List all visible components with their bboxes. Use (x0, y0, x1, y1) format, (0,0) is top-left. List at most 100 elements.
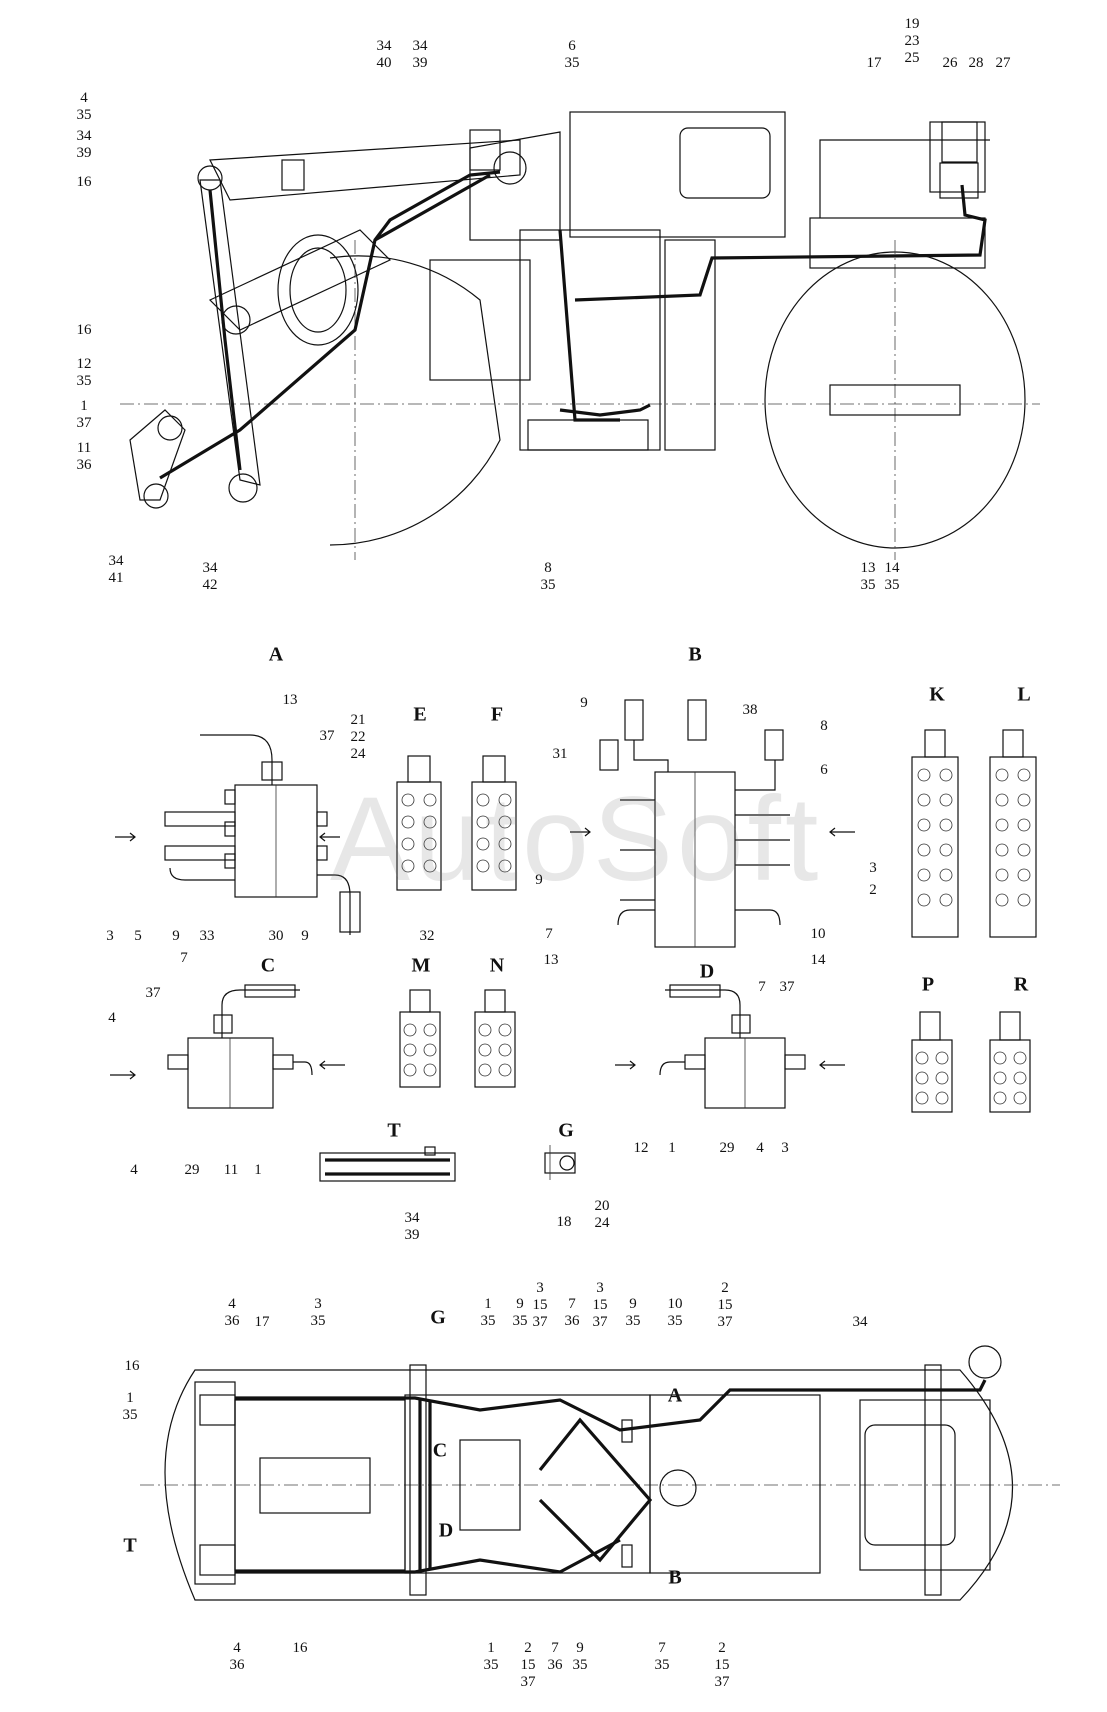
callout-number: 36 (224, 1313, 240, 1329)
callout-number: 5 (134, 928, 142, 944)
callout-number: 12 (76, 356, 92, 372)
callout-number: 34 (76, 128, 92, 144)
plan-view-chassis (140, 1345, 1060, 1601)
callout-number: 35 (310, 1313, 326, 1329)
callout-number: 6 (820, 762, 828, 778)
callout-label: 2 (869, 882, 877, 899)
callout-number: 30 (268, 928, 284, 944)
detail-view-b (599, 699, 790, 948)
callout-number: 34 (852, 1314, 868, 1330)
callout-number: 9 (629, 1296, 637, 1312)
callout-label: 33 (200, 928, 215, 945)
detail-view-g (544, 1145, 576, 1180)
callout-number: 8 (544, 560, 552, 576)
callout-number: 11 (76, 440, 92, 456)
callout-number: 39 (404, 1227, 420, 1243)
callout-number: 34 (376, 38, 392, 54)
callout-number: 15 (717, 1297, 733, 1313)
callout-number: 13 (543, 952, 559, 968)
callout-number: 35 (480, 1313, 496, 1329)
callout-number: 34 (412, 38, 428, 54)
callout-number: 2 (524, 1640, 532, 1656)
callout-number: 35 (483, 1657, 499, 1673)
callout-number: 27 (995, 55, 1011, 71)
callout-number: 37 (76, 415, 92, 431)
detail-view-r (989, 1011, 1031, 1113)
callout-number: 7 (180, 950, 188, 966)
callout-number: 37 (717, 1314, 733, 1330)
callout-label: 9 (535, 872, 543, 889)
callout-label: 16 (77, 322, 92, 339)
callout-number: 17 (254, 1314, 270, 1330)
callout-label: 10 (811, 926, 826, 943)
callout-label: 16 (293, 1640, 308, 1657)
view-label-r: R (1013, 973, 1029, 996)
callout-number: 35 (625, 1313, 641, 1329)
plan-view-letter: B (668, 1566, 682, 1589)
view-label-c: C (260, 954, 276, 977)
callout-number: 7 (658, 1640, 666, 1656)
callout-label: 18 (557, 1214, 572, 1231)
detail-view-m (399, 989, 441, 1088)
callout-number: 3 (781, 1140, 789, 1156)
view-label-d: D (699, 960, 715, 983)
callout-label: 3 (781, 1140, 789, 1157)
callout-number: 17 (866, 55, 882, 71)
callout-label: 37 (320, 728, 335, 745)
plan-view-letter: A (667, 1384, 683, 1407)
callout-label: 12 (634, 1140, 649, 1157)
callout-label: 8 (820, 718, 828, 735)
view-label-n: N (489, 954, 505, 977)
callout-label: 26 (943, 55, 958, 72)
callout-number: 23 (904, 33, 920, 49)
callout-label: 11 (224, 1162, 238, 1179)
callout-number: 16 (76, 174, 92, 190)
callout-number: 37 (520, 1674, 536, 1690)
callout-number: 12 (633, 1140, 649, 1156)
detail-view-p (911, 1011, 953, 1113)
callout-number: 31 (552, 746, 568, 762)
callout-number: 7 (568, 1296, 576, 1312)
callout-label: 7 (758, 979, 766, 996)
callout-number: 24 (350, 746, 366, 762)
callout-number: 14 (884, 560, 900, 576)
callout-label: 16 (77, 174, 92, 191)
callout-label: 6 (820, 762, 828, 779)
callout-label: 4 (756, 1140, 764, 1157)
callout-number: 36 (547, 1657, 563, 1673)
callout-number: 7 (545, 926, 553, 942)
callout-number: 21 (350, 712, 366, 728)
callout-label: 37 (146, 985, 161, 1002)
callout-number: 37 (592, 1314, 608, 1330)
callout-number: 13 (282, 692, 298, 708)
callout-number: 4 (228, 1296, 236, 1312)
callout-label: 17 (255, 1314, 270, 1331)
view-label-k: K (929, 683, 945, 706)
callout-label: 1 (254, 1162, 262, 1179)
callout-number: 29 (719, 1140, 735, 1156)
callout-number: 35 (76, 107, 92, 123)
callout-number: 36 (229, 1657, 245, 1673)
detail-view-l (989, 729, 1037, 938)
